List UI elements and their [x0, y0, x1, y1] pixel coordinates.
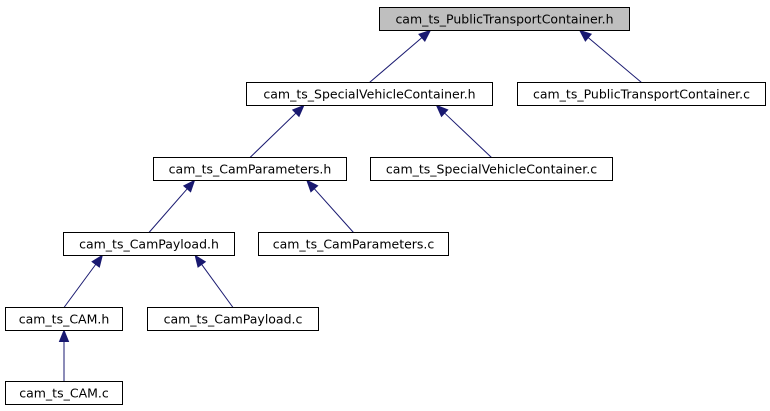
edge-n6-to-n3 — [313, 188, 354, 233]
node-label: cam_ts_PublicTransportContainer.h — [395, 12, 613, 27]
edge-n1-to-n0 — [369, 37, 423, 83]
node-label: cam_ts_CAM.h — [19, 312, 110, 327]
node-box[interactable] — [246, 82, 493, 106]
node-cam-ts-specialvehiclecontainer-c[interactable]: cam_ts_SpecialVehicleContainer.c — [370, 157, 613, 181]
node-box[interactable] — [153, 157, 347, 181]
node-cam-ts-campayload-h[interactable]: cam_ts_CamPayload.h — [63, 232, 235, 256]
node-label: cam_ts_CAM.c — [19, 386, 109, 401]
edge-n7-to-n5 — [63, 264, 97, 308]
node-box[interactable] — [370, 157, 613, 181]
arrowhead-icon — [194, 254, 207, 268]
nodes-layer: cam_ts_PublicTransportContainer.h cam_ts_… — [5, 7, 766, 405]
node-cam-ts-campayload-c[interactable]: cam_ts_CamPayload.c — [147, 307, 319, 331]
node-label: cam_ts_SpecialVehicleContainer.c — [386, 162, 597, 177]
node-box[interactable] — [379, 7, 630, 31]
edge-n5-to-n3 — [148, 188, 188, 233]
arrowhead-icon — [306, 179, 319, 193]
node-box[interactable] — [258, 232, 449, 256]
node-label: cam_ts_CamPayload.h — [79, 237, 219, 252]
node-label: cam_ts_PublicTransportContainer.c — [533, 87, 750, 102]
node-cam-ts-camparameters-h[interactable]: cam_ts_CamParameters.h — [153, 157, 347, 181]
edge-n8-to-n5 — [201, 264, 234, 308]
node-label: cam_ts_SpecialVehicleContainer.h — [263, 87, 475, 102]
node-cam-ts-camparameters-c[interactable]: cam_ts_CamParameters.c — [258, 232, 449, 256]
arrowhead-icon — [182, 179, 196, 193]
edge-n2-to-n0 — [587, 37, 642, 83]
node-label: cam_ts_CamParameters.h — [169, 162, 332, 177]
node-cam-ts-cam-c[interactable]: cam_ts_CAM.c — [5, 381, 123, 405]
node-box[interactable] — [147, 307, 319, 331]
arrowhead-icon — [578, 29, 593, 42]
edges-layer — [58, 29, 642, 382]
node-cam-ts-publictransportcontainer-h[interactable]: cam_ts_PublicTransportContainer.h — [379, 7, 630, 31]
arrowhead-icon — [91, 254, 104, 268]
node-cam-ts-publictransportcontainer-c[interactable]: cam_ts_PublicTransportContainer.c — [517, 82, 766, 106]
arrowhead-icon — [291, 104, 305, 118]
node-box[interactable] — [517, 82, 766, 106]
node-cam-ts-specialvehiclecontainer-h[interactable]: cam_ts_SpecialVehicleContainer.h — [246, 82, 493, 106]
node-label: cam_ts_CamPayload.c — [164, 312, 303, 327]
edge-n3-to-n1 — [249, 112, 297, 158]
node-box[interactable] — [5, 381, 123, 405]
edge-n4-to-n1 — [444, 112, 492, 158]
arrowhead-icon — [58, 329, 70, 342]
node-box[interactable] — [63, 232, 235, 256]
node-cam-ts-cam-h[interactable]: cam_ts_CAM.h — [5, 307, 123, 331]
node-label: cam_ts_CamParameters.c — [273, 237, 435, 252]
arrowhead-icon — [418, 29, 432, 42]
arrowhead-icon — [435, 104, 449, 118]
node-box[interactable] — [5, 307, 123, 331]
